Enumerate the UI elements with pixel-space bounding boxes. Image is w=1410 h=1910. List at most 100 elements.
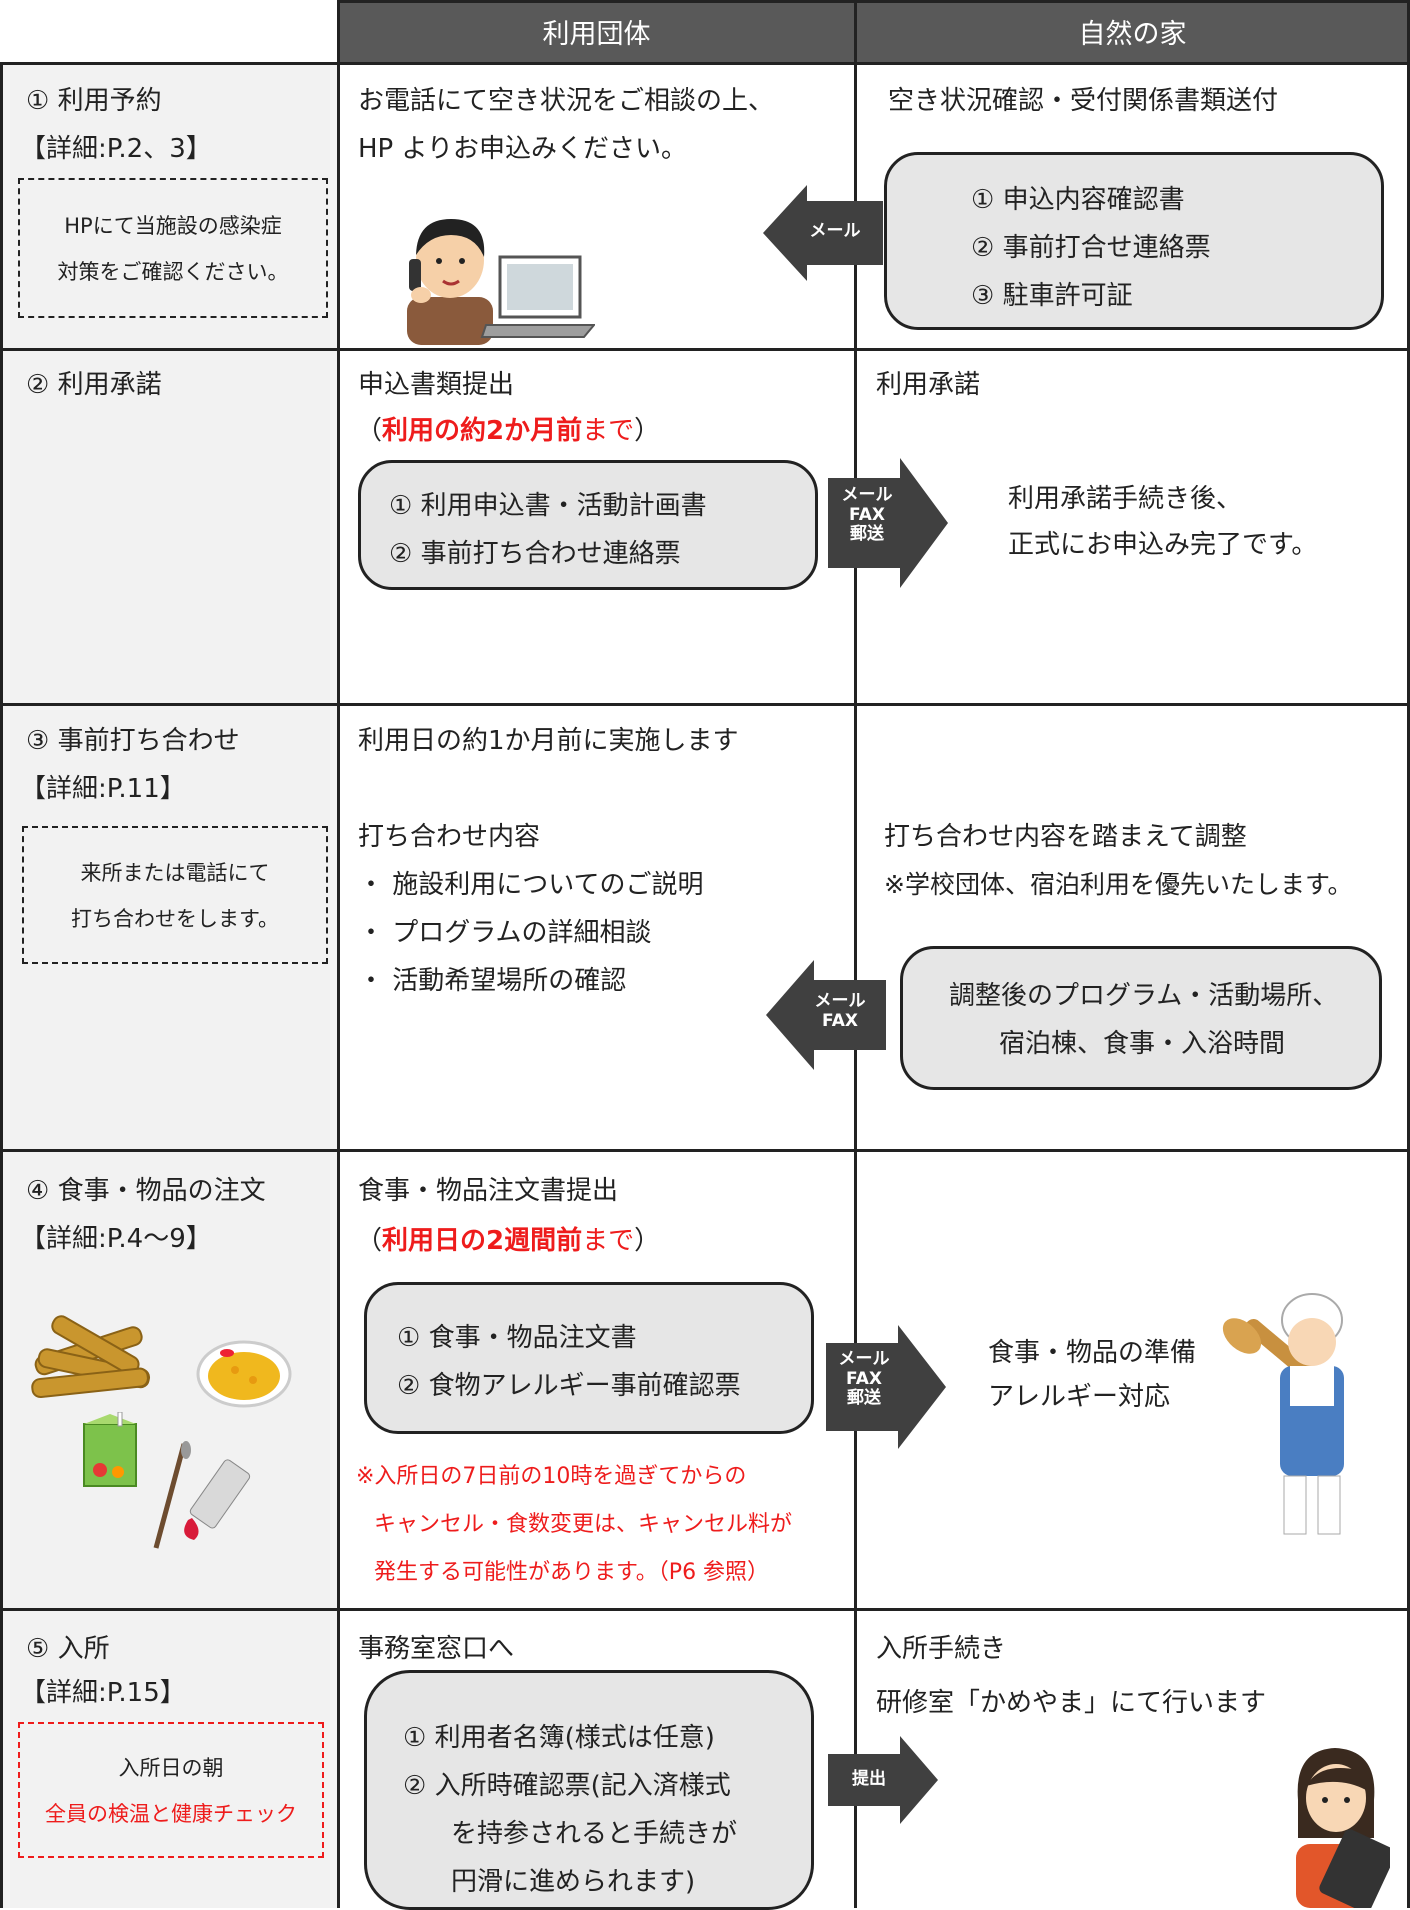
deadline-close: ） [634,1226,661,1256]
note-box: HPにて当施設の感染症 対策をご確認ください。 [18,178,328,318]
grid-line [0,703,1410,706]
group-item: ・ 施設利用についてのご説明 [358,870,704,900]
group-sub: 打ち合わせ内容 [358,822,541,852]
warning-line: キャンセル・食数変更は、キャンセル料が [374,1512,793,1537]
grid-line [337,0,340,1908]
house-text: 利用承諾手続き後、 [1008,484,1243,514]
box-line: ① 食事・物品注文書 [397,1323,637,1353]
header-group: 利用団体 [338,0,855,63]
arrow-left-icon [766,960,886,1070]
house-doc-box: 調整後のプログラム・活動場所、 宿泊棟、食事・入浴時間 [900,946,1382,1090]
deadline-emphasis: 利用の約2か月前 [382,416,583,446]
note-box: 来所または電話にて 打ち合わせをします。 [22,826,328,964]
group-text: HP よりお申込みください。 [358,134,687,164]
group-doc-box: ① 食事・物品注文書 ② 食物アレルギー事前確認票 [364,1282,814,1434]
note-box: 入所日の朝 全員の検温と健康チェック [18,1722,324,1858]
arrow-label: メール [809,221,861,241]
person-on-phone-icon [407,219,493,345]
grid-line [854,0,857,1908]
deadline-close: ） [634,416,661,446]
box-line: ① 利用申込書・活動計画書 [389,491,707,521]
house-title: 入所手続き [876,1634,1007,1664]
house-text: 空き状況確認・受付関係書類送付 [888,86,1279,116]
house-doc-box: ① 申込内容確認書 ② 事前打合せ連絡票 ③ 駐車許可証 [884,152,1384,330]
arrow-right-icon [828,1736,938,1824]
house-text: 食事・物品の準備 [988,1338,1197,1368]
arrow-label-line: FAX [849,504,885,525]
box-line: ② 入所時確認票(記入済様式 [403,1771,731,1801]
deadline-open: （ [356,1226,383,1256]
left-column-bg [0,63,338,1908]
arrow-left-icon [763,185,883,281]
grid-line [0,62,1410,65]
step-title: ⑤ 入所 [26,1634,110,1664]
house-title: 利用承諾 [876,370,981,400]
box-line: 宿泊棟、食事・入浴時間 [999,1029,1286,1059]
arrow-label: メール FAX 郵送 [832,485,902,545]
step-detail: 【詳細:P.15】 [20,1678,186,1708]
arrow-label-line: メール [814,991,866,1011]
arrow-label-line: 郵送 [847,1388,881,1409]
group-title: 食事・物品注文書提出 [358,1176,619,1206]
box-line: ② 食物アレルギー事前確認票 [397,1371,741,1401]
box-line: ② 事前打ち合わせ連絡票 [389,539,681,569]
curry-icon [196,1340,292,1408]
group-doc-box: ① 利用申込書・活動計画書 ② 事前打ち合わせ連絡票 [358,460,818,590]
step-title: ④ 食事・物品の注文 [26,1176,266,1206]
arrow-label-line: FAX [846,1368,882,1389]
deadline-open: （ [356,416,383,446]
house-title: 打ち合わせ内容を踏まえて調整 [884,822,1247,852]
arrow-label-line: メール [838,1349,890,1369]
arrow-label: メール FAX [805,991,875,1031]
deadline-suffix: まで [582,416,635,446]
grid-line [0,1149,1410,1152]
house-text: アレルギー対応 [988,1382,1171,1412]
food-items-icon [31,1315,151,1399]
arrow-label-line: FAX [822,1010,858,1031]
arrow-label-line: メール [841,485,893,505]
note-line: 入所日の朝 [118,1756,224,1780]
paint-tube-icon [153,1441,251,1549]
juice-box-icon [83,1412,137,1487]
step-title: ③ 事前打ち合わせ [26,726,240,756]
grid-line [0,1608,1410,1611]
note-line: 全員の検温と健康チェック [45,1802,297,1826]
box-line: 調整後のプログラム・活動場所、 [949,981,1339,1011]
deadline: （利用の約2か月前まで） [356,418,660,444]
house-text: 研修室「かめやま」にて行います [876,1688,1267,1718]
step-detail: 【詳細:P.2、3】 [20,134,212,164]
arrow-label: 提出 [852,1769,886,1789]
arrow-label: メール FAX 郵送 [829,1349,899,1409]
box-line: ③ 駐車許可証 [971,281,1133,311]
grid-line [338,0,1410,3]
house-note: ※学校団体、宿泊利用を優先いたします。 [884,870,1353,899]
box-line: ② 事前打合せ連絡票 [971,233,1211,263]
cook-icon [1222,1293,1344,1535]
group-text: お電話にて空き状況をご相談の上、 [358,86,775,116]
box-line: ① 申込内容確認書 [971,185,1185,215]
group-item: ・ プログラムの詳細相談 [358,918,652,948]
step-detail: 【詳細:P.4～9】 [20,1224,212,1254]
receptionist-icon [1296,1748,1390,1908]
house-text: 正式にお申込み完了です。 [1008,530,1318,560]
warning-line: 発生する可能性があります。（P6 参照） [374,1560,770,1585]
box-line: 円滑に進められます) [451,1867,696,1897]
warning-line: ※入所日の7日前の10時を過ぎてからの [356,1464,747,1489]
arrow-right-icon [828,458,948,588]
group-title: 利用日の約1か月前に実施します [358,726,739,756]
grid-line [0,62,3,1908]
group-item: ・ 活動希望場所の確認 [358,966,627,996]
group-doc-box: ① 利用者名簿(様式は任意) ② 入所時確認票(記入済様式 を持参されると手続き… [364,1670,814,1910]
step-detail: 【詳細:P.11】 [20,774,186,804]
deadline-suffix: まで [582,1226,635,1256]
deadline-emphasis: 利用日の2週間前 [382,1226,583,1256]
grid-line [0,348,1410,351]
note-line: 来所または電話にて [80,861,270,885]
step-title: ① 利用予約 [26,86,162,116]
deadline: （利用日の2週間前まで） [356,1228,660,1254]
note-line: HPにて当施設の感染症 [64,214,282,238]
note-line: 打ち合わせをします。 [71,907,279,931]
arrow-right-icon [826,1325,946,1449]
grid-line [1407,0,1410,1908]
box-line: を持参されると手続きが [451,1819,738,1849]
